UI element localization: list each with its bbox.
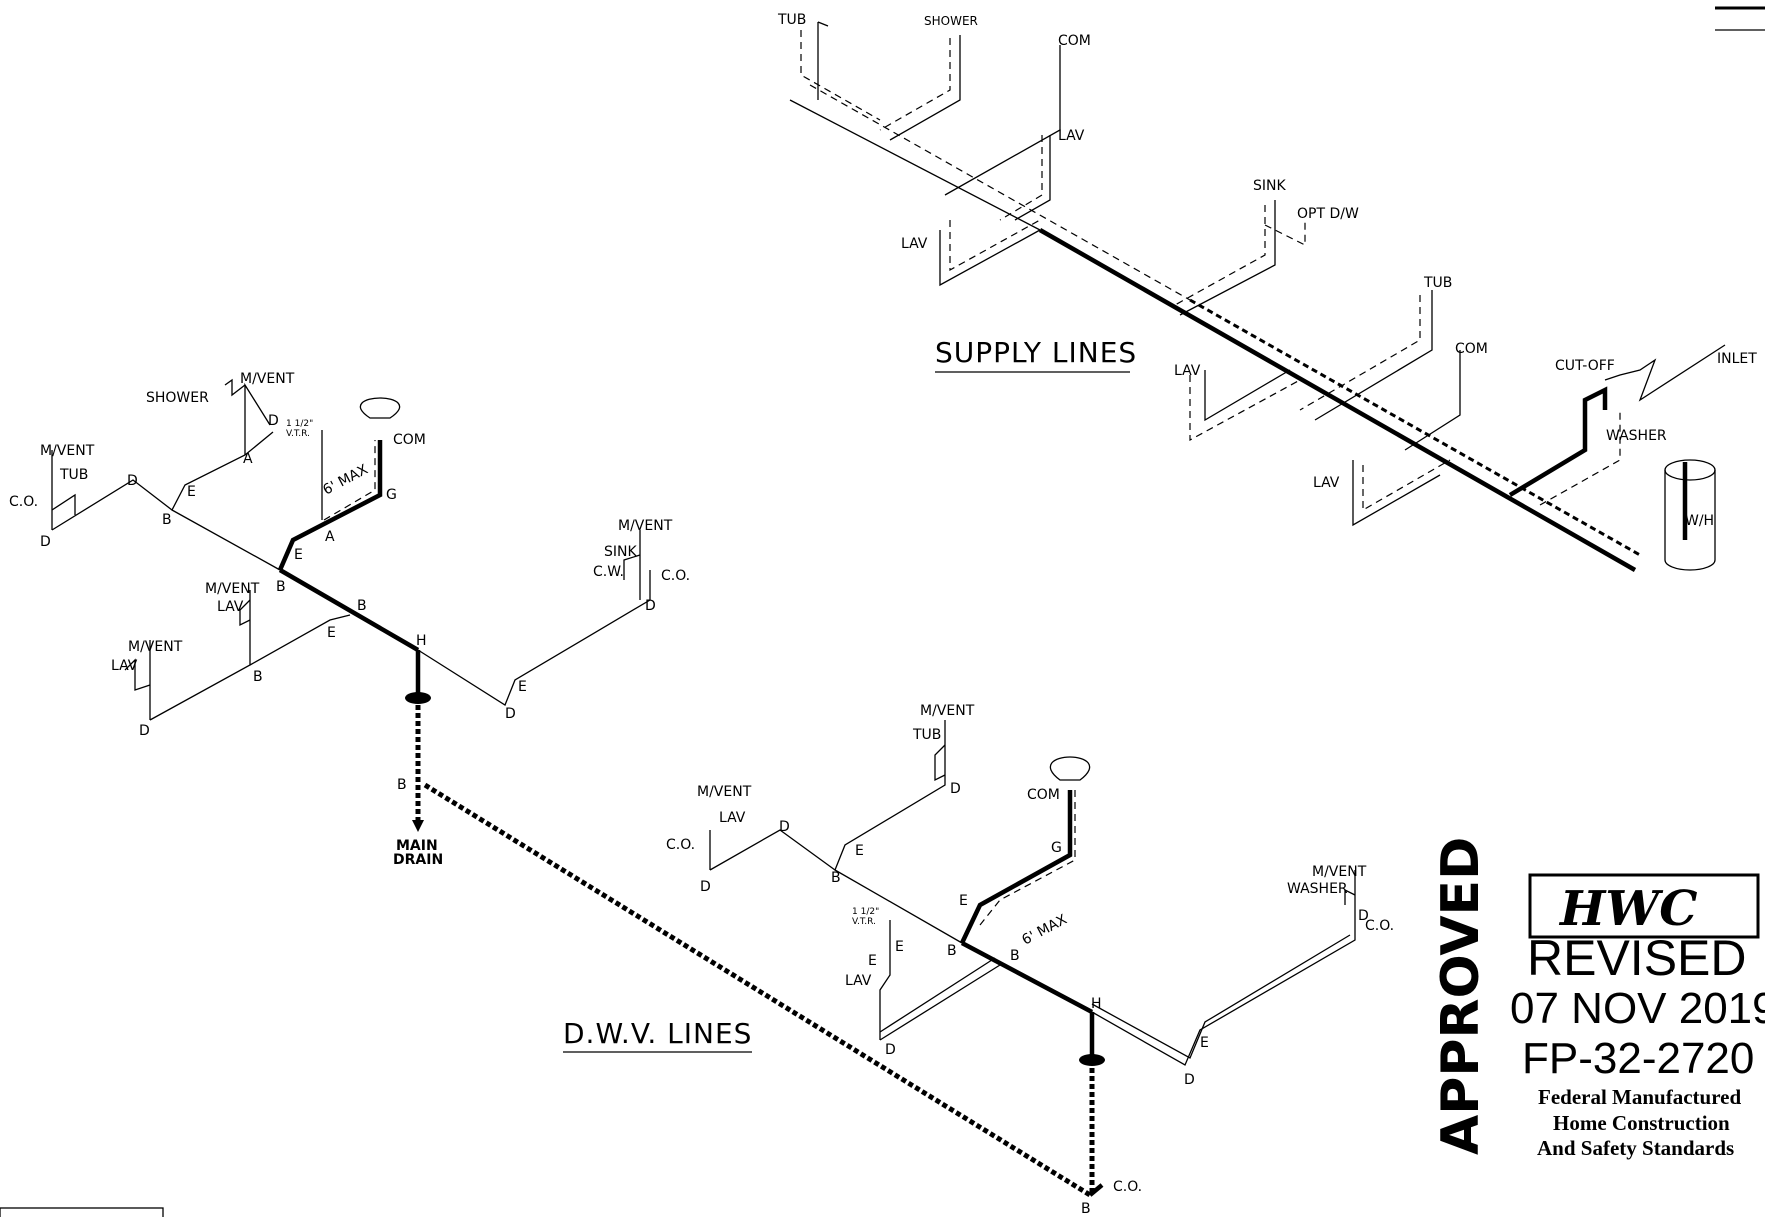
fitting-label: H	[1091, 996, 1102, 1012]
stamp-line-2: Home Construction	[1553, 1111, 1730, 1135]
label-opt-dw: OPT D/W	[1297, 206, 1359, 222]
fitting-label: D	[139, 723, 150, 739]
fitting-label: D	[1358, 908, 1369, 924]
stamp-line-3: And Safety Standards	[1537, 1136, 1734, 1160]
fitting-label: B	[357, 598, 367, 614]
label-sink: SINK	[604, 544, 637, 560]
fitting-label: D	[127, 473, 138, 489]
fitting-label: D	[1184, 1072, 1195, 1088]
dwv-left-diagram: SHOWER M/VENT M/VENT TUB C.O. 1 1/2" V.T…	[9, 371, 1104, 1198]
fitting-label: D	[40, 534, 51, 550]
label-inlet: INLET	[1717, 351, 1757, 367]
label-cleanout: C.O.	[1365, 918, 1394, 934]
label-shower: SHOWER	[924, 14, 978, 28]
stamp-date: 07 NOV 2019	[1510, 984, 1765, 1033]
label-lav: LAV	[1313, 475, 1340, 491]
fitting-label: E	[327, 625, 336, 641]
fitting-label: E	[518, 679, 527, 695]
approval-stamp: APPROVED HWC REVISED 07 NOV 2019 FP-32-2…	[1431, 837, 1765, 1160]
fitting-label: D	[505, 706, 516, 722]
label-tub: TUB	[59, 467, 88, 483]
fitting-label: E	[187, 484, 196, 500]
label-m-vent: M/VENT	[205, 581, 260, 597]
label-lav: LAV	[901, 236, 928, 252]
fitting-label: E	[855, 843, 864, 859]
fitting-label: E	[1200, 1035, 1209, 1051]
fitting-label: E	[959, 893, 968, 909]
label-vtr-size: 1 1/2"	[286, 419, 313, 429]
label-six-max: 6' MAX	[320, 461, 371, 498]
fitting-label: D	[645, 598, 656, 614]
label-cleanout: C.O.	[9, 494, 38, 510]
fitting-label: B	[831, 870, 841, 886]
stamp-revised: REVISED	[1527, 930, 1747, 986]
label-sink: SINK	[1253, 178, 1286, 194]
fitting-label: D	[700, 879, 711, 895]
label-lav: LAV	[719, 810, 746, 826]
label-m-vent: M/VENT	[1312, 864, 1367, 880]
fitting-label: D	[779, 819, 790, 835]
label-cleanout: C.O.	[661, 568, 690, 584]
label-cold-water: C.W.	[593, 564, 624, 580]
fitting-label: D	[885, 1042, 896, 1058]
fitting-label: H	[416, 633, 427, 649]
label-vtr: V.T.R.	[852, 917, 876, 927]
fitting-label: B	[947, 943, 957, 959]
label-washer: WASHER	[1287, 881, 1348, 897]
label-main: MAIN	[396, 838, 438, 854]
fitting-label: E	[895, 939, 904, 955]
dwv-lines-heading: D.W.V. LINES	[563, 1017, 752, 1050]
label-m-vent: M/VENT	[618, 518, 673, 534]
label-drain: DRAIN	[393, 852, 443, 868]
fitting-label: D	[950, 781, 961, 797]
label-com: COM	[1027, 787, 1060, 803]
label-lav: LAV	[111, 658, 138, 674]
label-tub: TUB	[912, 727, 941, 743]
supply-lines-heading: SUPPLY LINES	[935, 336, 1137, 369]
label-m-vent: M/VENT	[240, 371, 295, 387]
label-m-vent: M/VENT	[128, 639, 183, 655]
fitting-label: B	[276, 579, 286, 595]
fitting-label: B	[397, 777, 407, 793]
fitting-label: G	[386, 487, 397, 503]
fitting-label: E	[868, 953, 877, 969]
label-washer: WASHER	[1606, 428, 1667, 444]
fitting-label: E	[294, 547, 303, 563]
label-lav: LAV	[217, 599, 244, 615]
stamp-approved: APPROVED	[1431, 837, 1491, 1155]
label-cut-off: CUT-OFF	[1555, 358, 1615, 374]
label-lav: LAV	[845, 973, 872, 989]
dwv-right-diagram: M/VENT TUB M/VENT LAV C.O. COM 1 1/2" V.…	[563, 703, 1394, 1217]
label-vtr: V.T.R.	[286, 429, 310, 439]
label-six-max: 6' MAX	[1019, 911, 1070, 948]
supply-lines-diagram: SUPPLY LINES TUB SHOWER COM LAV LAV SINK…	[777, 12, 1757, 572]
label-m-vent: M/VENT	[40, 443, 95, 459]
fitting-label: B	[1010, 948, 1020, 964]
fitting-label: B	[253, 669, 263, 685]
label-lav: LAV	[1058, 128, 1085, 144]
stamp-logo: HWC	[1558, 881, 1697, 937]
label-shower: SHOWER	[146, 390, 209, 406]
fitting-label: B	[1081, 1201, 1091, 1217]
fitting-label: A	[325, 529, 335, 545]
label-cleanout: C.O.	[666, 837, 695, 853]
label-com: COM	[393, 432, 426, 448]
label-water-heater: W/H	[1685, 513, 1714, 529]
label-tub: TUB	[777, 12, 806, 28]
label-com: COM	[1058, 33, 1091, 49]
stamp-approval-number: FP-32-2720	[1522, 1034, 1754, 1083]
fitting-label: D	[268, 413, 279, 429]
label-m-vent: M/VENT	[697, 784, 752, 800]
label-tub: TUB	[1423, 275, 1452, 291]
label-m-vent: M/VENT	[920, 703, 975, 719]
stamp-line-1: Federal Manufactured	[1538, 1085, 1741, 1109]
fitting-label: G	[1051, 840, 1062, 856]
label-cleanout: C.O.	[1113, 1179, 1142, 1195]
label-com: COM	[1455, 341, 1488, 357]
label-lav: LAV	[1174, 363, 1201, 379]
fitting-label: B	[162, 512, 172, 528]
fitting-label: A	[243, 451, 253, 467]
label-vtr-size: 1 1/2"	[852, 907, 879, 917]
